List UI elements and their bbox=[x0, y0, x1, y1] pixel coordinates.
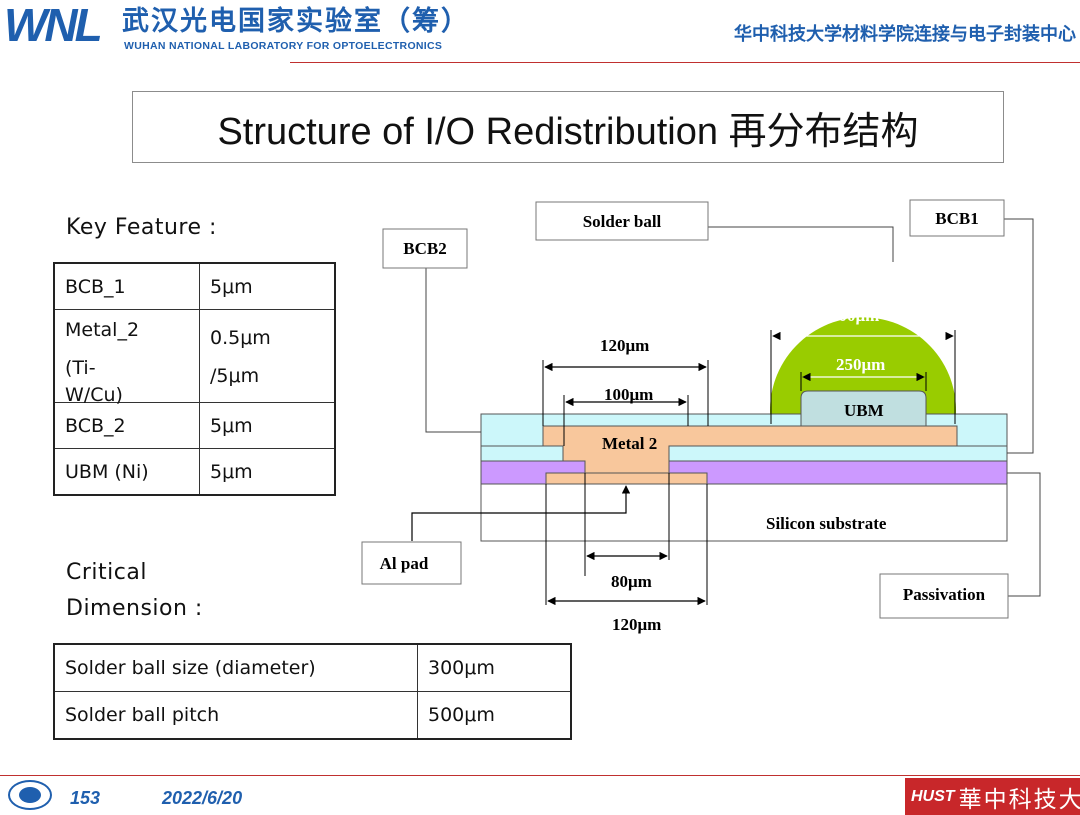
dimension-value: 300μm bbox=[417, 643, 572, 692]
hust-logo-name: 華中科技大学 bbox=[958, 786, 1080, 813]
feature-value-line: 0.5μm bbox=[210, 327, 271, 349]
table-row: Metal_2 (Ti- W/Cu) 0.5μm /5μm bbox=[53, 309, 336, 406]
label-solder-ball: Solder ball bbox=[583, 212, 662, 231]
label-al-pad: Al pad bbox=[380, 554, 429, 573]
feature-name: BCB_1 bbox=[53, 262, 200, 310]
label-bcb1: BCB1 bbox=[935, 209, 978, 228]
dimension-value: 500μm bbox=[417, 691, 572, 740]
table-row: Solder ball pitch 500μm bbox=[53, 691, 572, 740]
key-feature-heading: Key Feature : bbox=[66, 215, 217, 240]
label-bcb2: BCB2 bbox=[403, 239, 446, 258]
dim-250: 250μm bbox=[836, 355, 885, 374]
callout-passivation-box bbox=[879, 573, 1009, 619]
feature-name: UBM (Ni) bbox=[53, 448, 200, 496]
callout-bcb1-box bbox=[909, 199, 1005, 237]
feature-value-line: /5μm bbox=[210, 365, 260, 387]
ubm bbox=[800, 390, 927, 427]
label-silicon-substrate: Silicon substrate bbox=[766, 514, 887, 533]
feature-value: 0.5μm /5μm bbox=[199, 309, 336, 403]
wnl-logo: WNL bbox=[4, 0, 103, 51]
feature-name: BCB_2 bbox=[53, 402, 200, 449]
hust-logo-mark: HUST bbox=[911, 787, 955, 805]
dim-80: 80μm bbox=[611, 572, 652, 591]
callout-solder-ball-box bbox=[535, 201, 709, 241]
callout-bcb2-box bbox=[382, 228, 468, 269]
dim-300: 300μm bbox=[830, 306, 879, 325]
university-seal-icon bbox=[8, 780, 52, 810]
slide-date: 2022/6/20 bbox=[162, 788, 243, 808]
label-metal-2: Metal 2 bbox=[602, 434, 657, 453]
table-row: BCB_1 5μm bbox=[53, 262, 336, 310]
dim-100: 100μm bbox=[604, 385, 653, 404]
feature-value: 5μm bbox=[199, 402, 336, 449]
feature-name-line: W/Cu) bbox=[65, 384, 123, 406]
feature-value: 5μm bbox=[199, 262, 336, 310]
dimension-name: Solder ball pitch bbox=[53, 691, 418, 740]
leader-lines bbox=[425, 218, 1041, 597]
page-title: Structure of I/O Redistribution 再分布结构 bbox=[217, 110, 919, 153]
al-pad bbox=[545, 472, 708, 485]
callout-al-pad-box bbox=[361, 541, 462, 585]
footer-divider bbox=[0, 775, 1080, 776]
title-box: Structure of I/O Redistribution 再分布结构 bbox=[132, 91, 1004, 163]
critical-heading-line: Dimension : bbox=[66, 596, 203, 621]
dim-120-top: 120μm bbox=[600, 336, 649, 355]
feature-name: Metal_2 (Ti- W/Cu) bbox=[53, 309, 200, 406]
al-pad-pointer bbox=[411, 485, 631, 541]
hust-logo: HUST 華中科技大学 bbox=[905, 778, 1080, 815]
feature-value: 5μm bbox=[199, 448, 336, 496]
organization-name: 华中科技大学材料学院连接与电子封装中心 bbox=[734, 24, 1076, 45]
page-number: 153 bbox=[70, 788, 101, 808]
header-divider bbox=[290, 62, 1080, 63]
redistribution-diagram: 120μm 100μm 300μm 250μm 80μm 120μm UBM M… bbox=[361, 199, 1041, 634]
table-row: UBM (Ni) 5μm bbox=[53, 448, 336, 496]
dimension-name: Solder ball size (diameter) bbox=[53, 643, 418, 692]
label-ubm: UBM bbox=[844, 401, 884, 420]
table-row: BCB_2 5μm bbox=[53, 402, 336, 449]
university-seal-center-icon bbox=[19, 787, 41, 803]
critical-dimension-table: Solder ball size (diameter) 300μm Solder… bbox=[53, 643, 572, 740]
table-row: Solder ball size (diameter) 300μm bbox=[53, 643, 572, 692]
feature-name-line: (Ti- bbox=[65, 357, 96, 379]
lab-name-en: WUHAN NATIONAL LABORATORY FOR OPTOELECTR… bbox=[124, 40, 443, 52]
dimension-arrows bbox=[544, 331, 954, 606]
extension-lines bbox=[542, 330, 956, 605]
lab-name-cn: 武汉光电国家实验室（筹） bbox=[122, 6, 470, 37]
critical-heading-line: Critical bbox=[66, 560, 147, 585]
feature-name-line: Metal_2 bbox=[65, 319, 140, 341]
dim-120-bottom: 120μm bbox=[612, 615, 661, 634]
label-passivation: Passivation bbox=[903, 585, 986, 604]
key-feature-table: BCB_1 5μm Metal_2 (Ti- W/Cu) 0.5μm /5μm … bbox=[53, 262, 336, 496]
